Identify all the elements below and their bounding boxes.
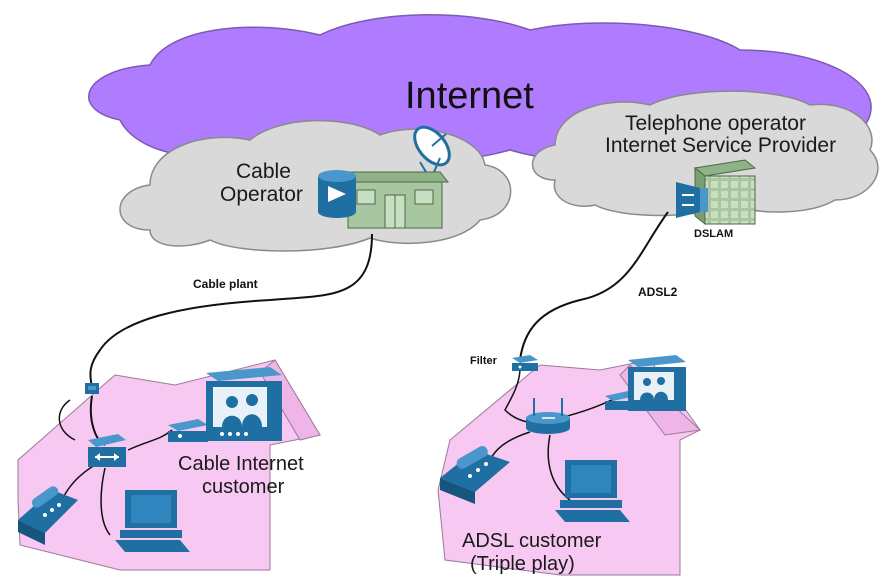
television-right-icon <box>628 355 686 411</box>
computer-right-icon <box>555 460 630 522</box>
dslam-label: DSLAM <box>694 228 733 240</box>
telco-building-icon <box>693 159 757 226</box>
filter-label: Filter <box>470 355 498 367</box>
adsl-customer-label-1: ADSL customer <box>462 530 602 552</box>
adsl2-label: ADSL2 <box>638 285 678 299</box>
filter-icon <box>512 355 538 371</box>
satellite-dish-icon <box>413 125 451 173</box>
telco-label-1: Telephone operator <box>625 112 806 135</box>
adsl-router-icon <box>526 398 570 434</box>
pc-wire <box>100 467 111 536</box>
cable-customer-label-1: Cable Internet <box>178 453 304 475</box>
television-icon <box>206 367 282 441</box>
cable-router-icon <box>318 170 356 218</box>
splitter-wire <box>58 399 76 441</box>
internet-label: Internet <box>405 75 534 117</box>
adsl-customer-label-2: (Triple play) <box>470 553 575 575</box>
cable-plant-label: Cable plant <box>193 277 258 291</box>
adsl2-line <box>519 211 669 361</box>
cable-plant-line <box>89 233 373 391</box>
cable-modem-icon <box>88 434 126 467</box>
set-top-box-icon <box>168 419 208 442</box>
telco-cloud <box>531 90 879 217</box>
cable-splitter-icon <box>85 383 99 394</box>
dslam-icon <box>676 182 708 218</box>
telephone-icon <box>18 486 78 545</box>
telephone-right-icon <box>440 445 510 504</box>
cable-operator-label-1: Cable <box>236 160 291 183</box>
pc-wire-right <box>547 434 571 501</box>
cable-customer-label-2: customer <box>202 476 285 498</box>
computer-icon <box>115 490 190 552</box>
telco-label-2: Internet Service Provider <box>605 134 836 157</box>
cable-operator-label-2: Operator <box>220 183 303 206</box>
cable-operator-building-icon <box>340 171 450 229</box>
